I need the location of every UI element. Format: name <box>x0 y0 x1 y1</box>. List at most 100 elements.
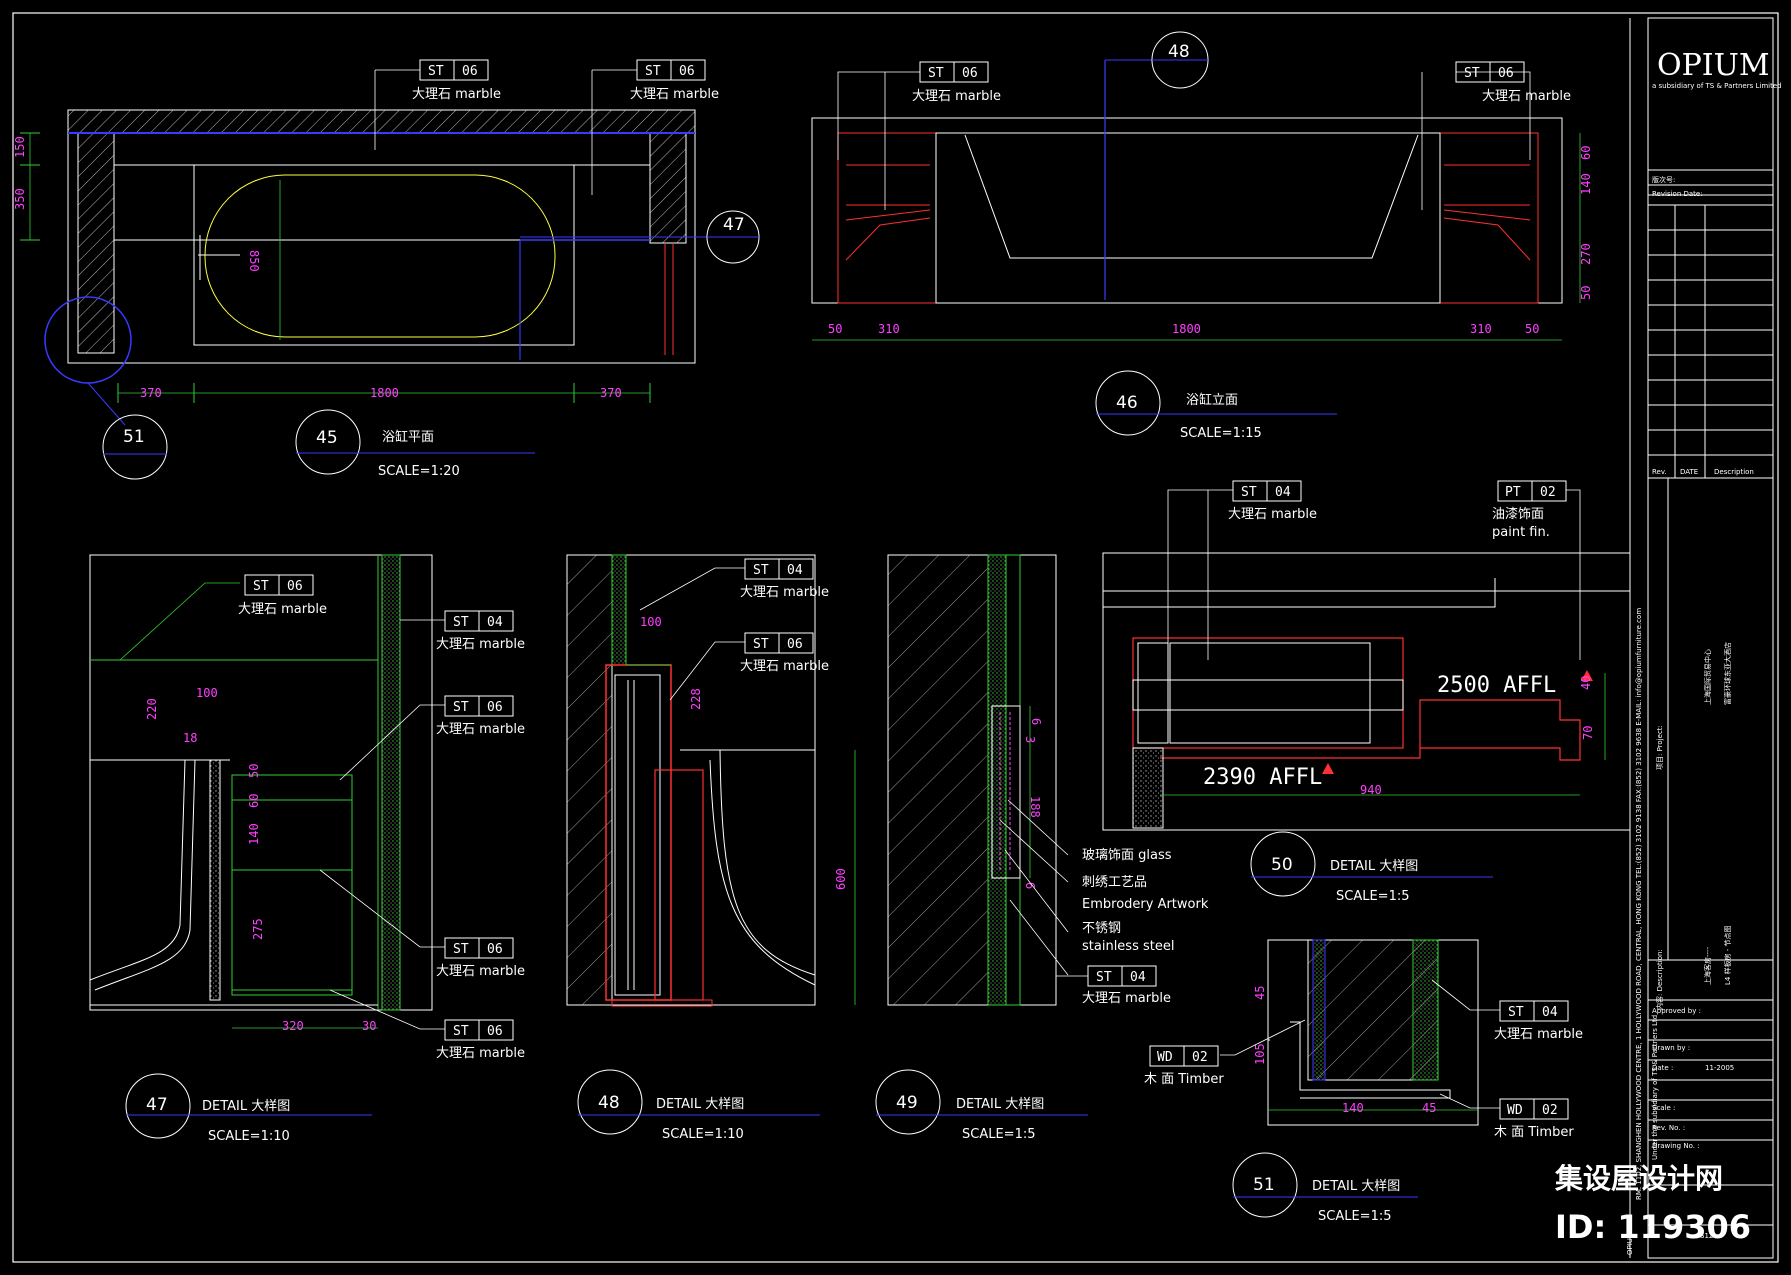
svg-text:大理石 marble: 大理石 marble <box>1082 991 1171 1006</box>
callout-48: 48 <box>1151 31 1209 89</box>
svg-text:1800: 1800 <box>370 386 399 400</box>
svg-text:大理石 marble: 大理石 marble <box>436 964 525 979</box>
svg-text:45: 45 <box>1422 1101 1436 1115</box>
view-46-dims: 50 310 1800 310 50 60 140 270 50 <box>828 146 1593 336</box>
svg-text:大理石 marble: 大理石 marble <box>436 722 525 737</box>
view-48-detail <box>566 554 816 1007</box>
svg-text:2500 AFFL: 2500 AFFL <box>1437 673 1556 698</box>
svg-text:大理石 marble: 大理石 marble <box>436 637 525 652</box>
svg-text:6: 6 <box>1029 718 1043 725</box>
svg-text:上海国际贸易中心: 上海国际贸易中心 <box>1703 649 1712 705</box>
svg-text:04: 04 <box>487 615 503 630</box>
svg-text:PT: PT <box>1505 485 1521 500</box>
svg-text:SCALE=1:10: SCALE=1:10 <box>662 1127 744 1142</box>
svg-text:玻璃饰面 glass: 玻璃饰面 glass <box>1082 848 1172 863</box>
svg-text:stainless steel: stainless steel <box>1082 939 1174 954</box>
svg-text:47: 47 <box>723 215 745 235</box>
svg-text:版次号:: 版次号: <box>1652 175 1675 184</box>
svg-text:3: 3 <box>1023 736 1037 743</box>
tag-st06-plan-left: ST 06 大理石 marble <box>374 59 501 150</box>
view-title-46: 46 浴缸立面 SCALE=1:15 <box>1095 370 1337 441</box>
svg-text:50: 50 <box>1271 855 1293 875</box>
svg-text:SCALE=1:5: SCALE=1:5 <box>1336 889 1410 904</box>
svg-text:浴缸立面: 浴缸立面 <box>1186 392 1238 408</box>
svg-text:150: 150 <box>13 136 27 158</box>
svg-text:18: 18 <box>183 731 197 745</box>
view-45-bath-plan <box>20 109 715 426</box>
svg-text:220: 220 <box>145 698 159 720</box>
svg-text:OPIUM: OPIUM <box>1626 1232 1634 1255</box>
svg-text:Drawn by :: Drawn by : <box>1652 1044 1690 1052</box>
svg-text:SCALE=1:10: SCALE=1:10 <box>208 1129 290 1144</box>
svg-text:06: 06 <box>679 64 695 79</box>
svg-text:ST: ST <box>645 64 661 79</box>
svg-text:940: 940 <box>1360 783 1382 797</box>
svg-text:ST: ST <box>1241 485 1257 500</box>
view-title-48: 48 DETAIL 大样图 SCALE=1:10 <box>577 1069 820 1142</box>
tag-st06-d48: ST 06 大理石 marble <box>669 632 829 701</box>
svg-text:DETAIL 大样图: DETAIL 大样图 <box>1312 1179 1400 1194</box>
tag-st06-d47-mid: ST 06 大理石 marble <box>339 695 525 781</box>
tag-st04-d49: ST 04 大理石 marble <box>1056 965 1171 1006</box>
svg-text:48: 48 <box>598 1093 620 1113</box>
view-49-dims: 6 3 188 6 <box>1023 718 1043 889</box>
svg-text:ST: ST <box>253 579 269 594</box>
tag-st04-d48: ST 04 大理石 marble <box>639 558 829 611</box>
svg-text:上海客房----: 上海客房---- <box>1703 946 1712 985</box>
svg-text:46: 46 <box>1116 393 1138 413</box>
svg-text:ID: 119306: ID: 119306 <box>1555 1208 1751 1246</box>
svg-text:1800: 1800 <box>1172 322 1201 336</box>
tag-st06-plan-right: ST 06 大理石 marble <box>591 59 719 195</box>
svg-text:30: 30 <box>362 1019 376 1033</box>
svg-text:11-2005: 11-2005 <box>1705 1064 1734 1072</box>
svg-text:100: 100 <box>640 615 662 629</box>
svg-text:DETAIL 大样图: DETAIL 大样图 <box>656 1097 744 1112</box>
svg-text:项目: Project:: 项目: Project: <box>1656 725 1664 770</box>
tag-st04-d51: ST 04 大理石 marble <box>1431 979 1583 1042</box>
tag-st06-d47-base: ST 06 大理石 marble <box>329 989 525 1061</box>
svg-text:45: 45 <box>316 428 338 448</box>
svg-text:ST: ST <box>928 66 944 81</box>
svg-text:SCALE=1:5: SCALE=1:5 <box>962 1127 1036 1142</box>
svg-text:Date :: Date : <box>1652 1064 1673 1072</box>
tag-st06-d47-low: ST 06 大理石 marble <box>319 869 525 979</box>
svg-text:浴缸平面: 浴缸平面 <box>382 429 434 445</box>
svg-text:集设屋设计网: 集设屋设计网 <box>1554 1162 1723 1195</box>
svg-text:47: 47 <box>146 1095 168 1115</box>
svg-text:不锈钢: 不锈钢 <box>1082 921 1121 936</box>
tag-wd02-d51-right: WD 02 木 面 Timber <box>1439 1093 1574 1140</box>
svg-text:ST: ST <box>753 563 769 578</box>
svg-text:ST: ST <box>1096 970 1112 985</box>
svg-text:DATE: DATE <box>1680 468 1698 476</box>
svg-text:140: 140 <box>1342 1101 1364 1115</box>
title-block-text: OPIUM a subsidiary of TS & Partners Limi… <box>1626 48 1782 1255</box>
svg-text:大理石 marble: 大理石 marble <box>740 585 829 600</box>
svg-text:SCALE=1:20: SCALE=1:20 <box>378 464 460 479</box>
svg-text:60: 60 <box>1579 146 1593 160</box>
svg-text:Approved by :: Approved by : <box>1652 1007 1701 1015</box>
title-block <box>1629 17 1774 1259</box>
svg-text:Embrodery Artwork: Embrodery Artwork <box>1082 897 1209 912</box>
svg-text:大理石 marble: 大理石 marble <box>412 87 501 102</box>
brand-logo: OPIUM <box>1657 48 1770 83</box>
svg-text:ST: ST <box>453 700 469 715</box>
svg-text:S12: S12 <box>1700 1232 1713 1240</box>
svg-text:140: 140 <box>1579 173 1593 195</box>
tag-st04-d50: ST 04 大理石 marble <box>1167 480 1317 660</box>
level-2390-affl: 2390 AFFL <box>1203 765 1322 790</box>
view-title-50: 50 DETAIL 大样图 SCALE=1:5 <box>1250 831 1493 904</box>
svg-text:48: 48 <box>1168 42 1190 62</box>
svg-text:06: 06 <box>787 637 803 652</box>
svg-text:木 面 Timber: 木 面 Timber <box>1494 1125 1574 1140</box>
svg-text:270: 270 <box>1579 243 1593 265</box>
svg-text:51: 51 <box>1253 1175 1275 1195</box>
svg-text:Rev. No. :: Rev. No. : <box>1652 1124 1685 1132</box>
svg-text:06: 06 <box>487 942 503 957</box>
svg-text:大理石 marble: 大理石 marble <box>1482 89 1571 104</box>
svg-text:大理石 marble: 大理石 marble <box>1228 507 1317 522</box>
svg-text:49: 49 <box>896 1093 918 1113</box>
view-48-dims: 100 228 600 <box>640 615 856 1005</box>
callout-47: 47 <box>706 210 760 264</box>
svg-text:140: 140 <box>247 823 261 845</box>
